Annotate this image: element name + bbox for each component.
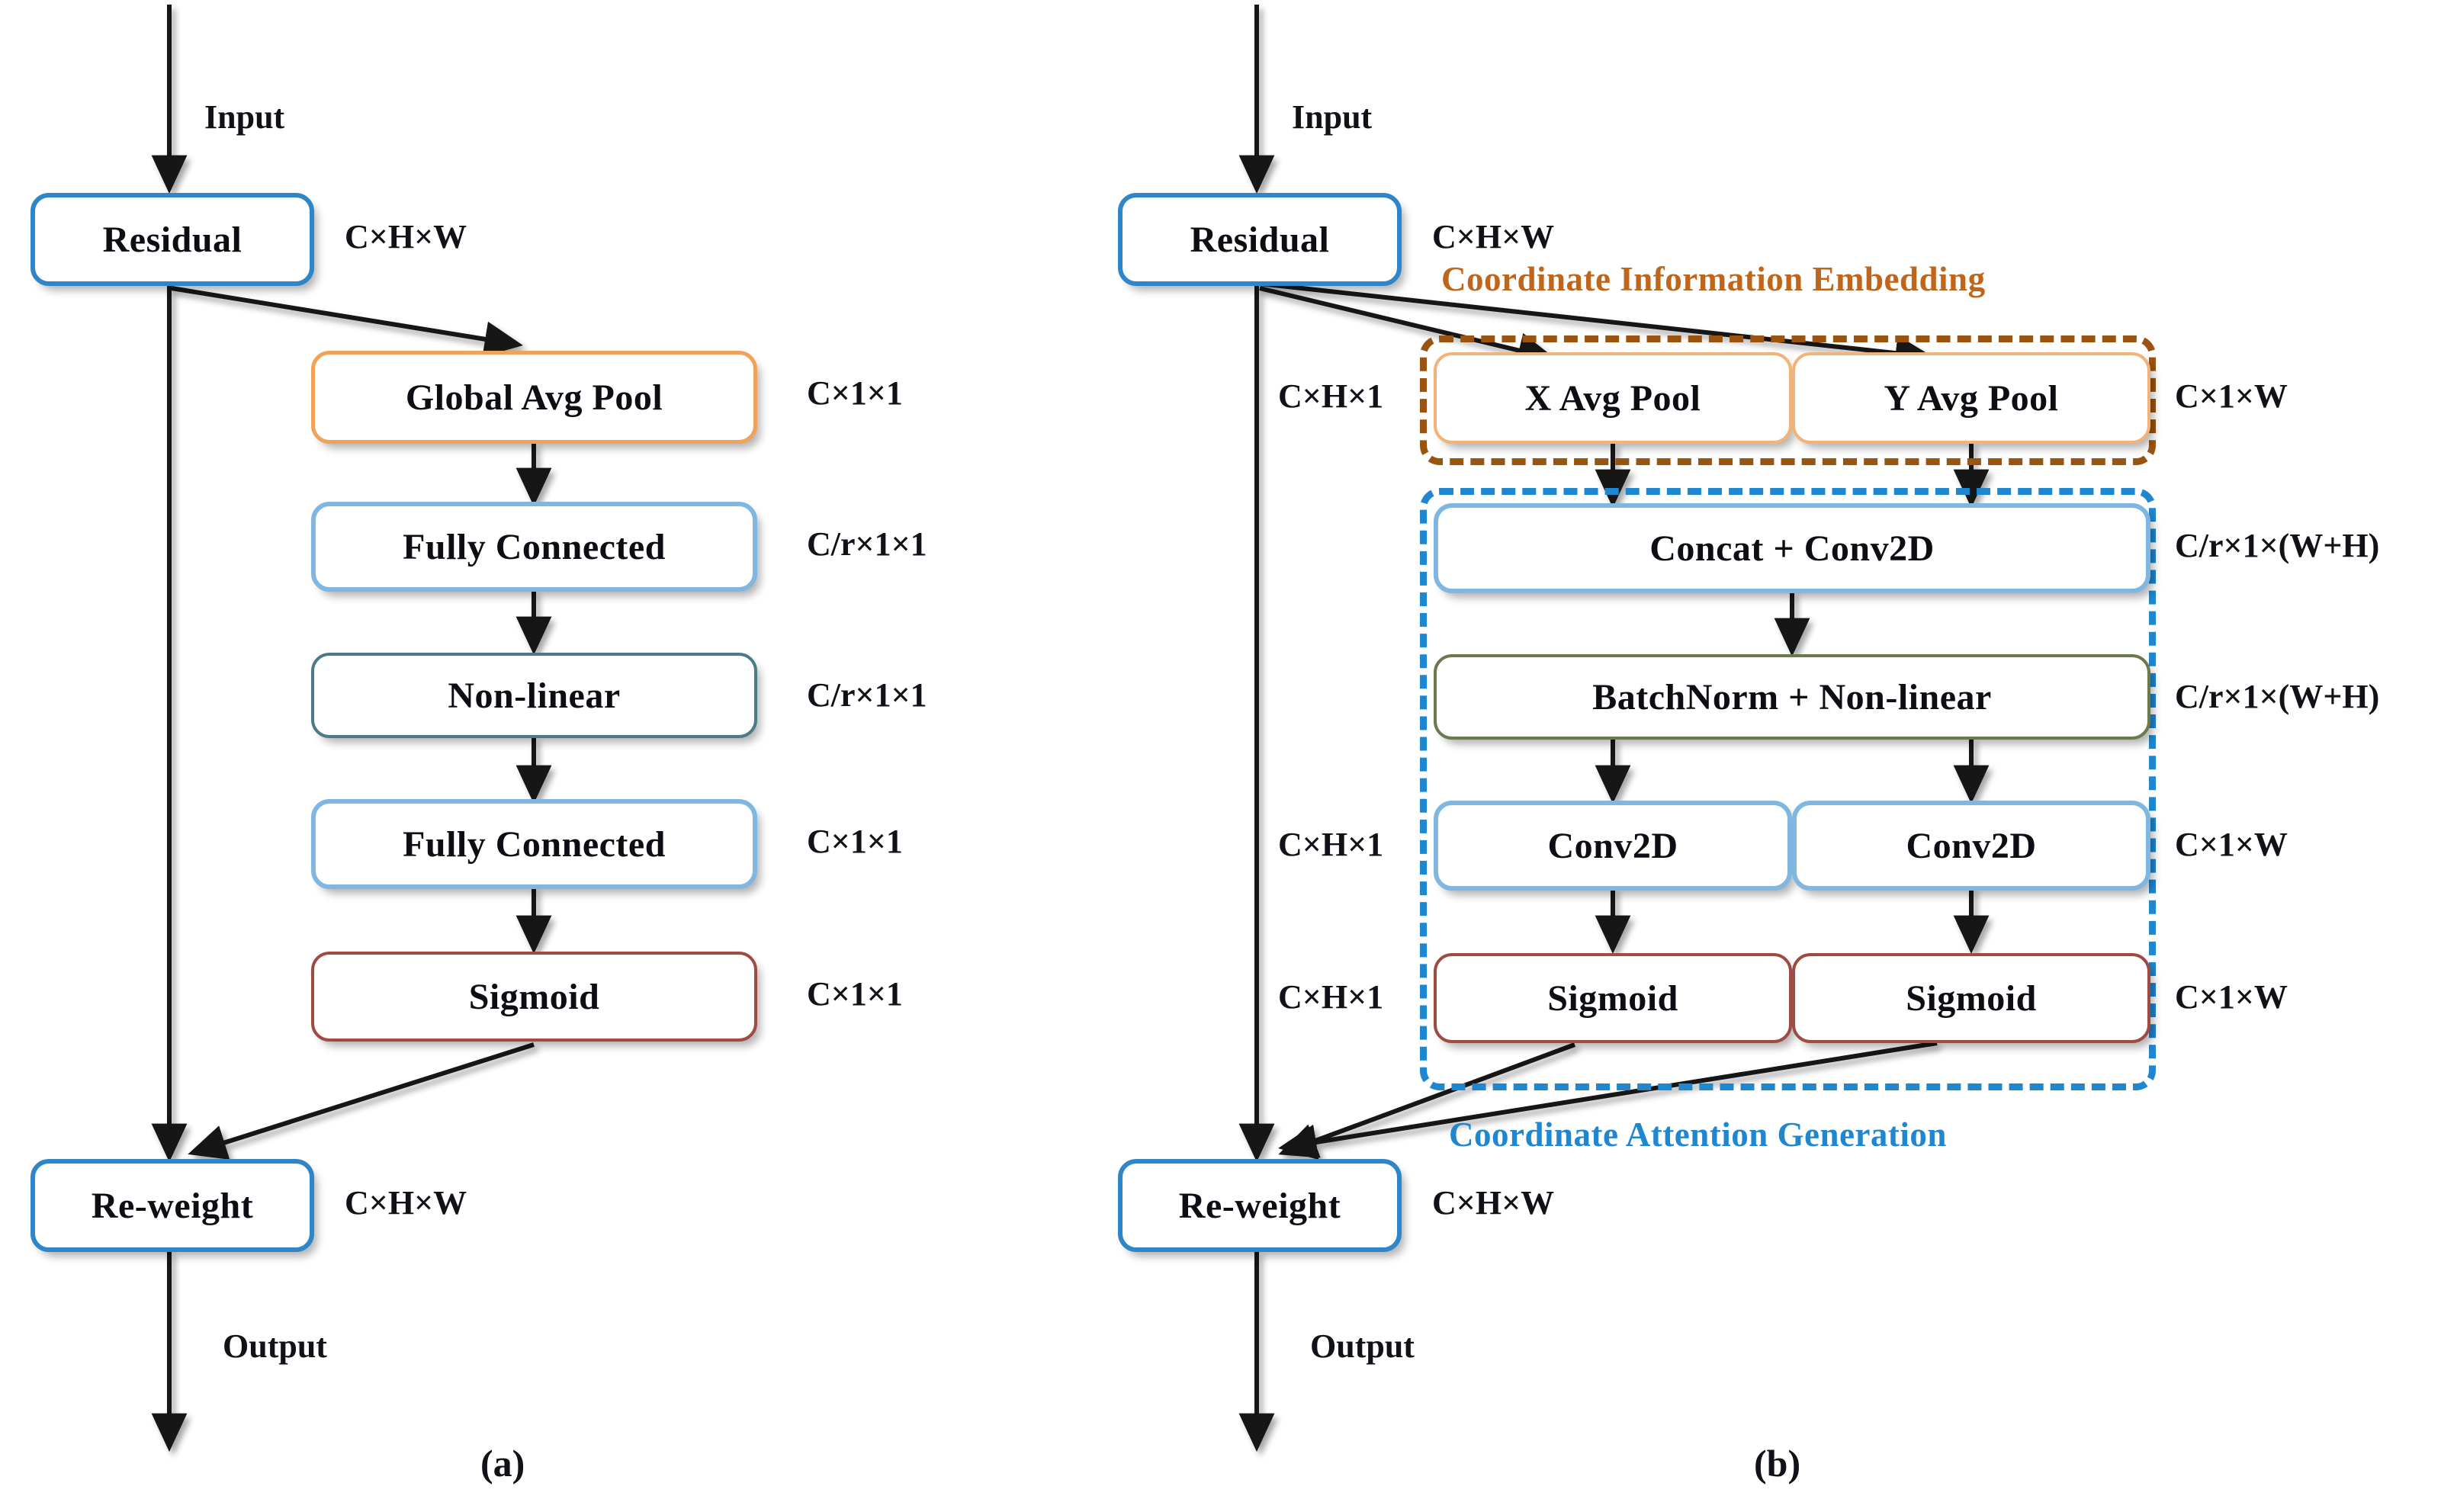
panel-a-node-fully-connected-2-label: Fully Connected <box>403 823 666 865</box>
panel-b-node-residual[interactable]: Residual <box>1118 193 1402 286</box>
panel-b-node-sigmoid-left-label: Sigmoid <box>1547 978 1678 1019</box>
panel-b-node-conv2d-left-label: Conv2D <box>1547 825 1678 866</box>
panel-a-input-label: Input <box>204 98 285 136</box>
panel-b-node-x-avg-pool-label: X Avg Pool <box>1524 377 1701 419</box>
panel-a-node-residual[interactable]: Residual <box>31 193 314 286</box>
panel-b-node-conv2d-left[interactable]: Conv2D <box>1434 801 1792 891</box>
panel-b-node-sigmoid-left[interactable]: Sigmoid <box>1434 953 1792 1043</box>
panel-b-node-sigmoid-right[interactable]: Sigmoid <box>1792 953 2150 1043</box>
panel-a-node-non-linear-label: Non-linear <box>448 675 621 716</box>
panel-a-dim-fully-connected-1: C/r×1×1 <box>807 525 927 563</box>
panel-a-dim-fully-connected-2: C×1×1 <box>807 823 903 860</box>
panel-b-node-y-avg-pool-label: Y Avg Pool <box>1884 377 2059 419</box>
panel-a-dim-residual: C×H×W <box>345 218 467 255</box>
panel-a-node-fully-connected-2[interactable]: Fully Connected <box>311 799 757 889</box>
panel-a-dim-re-weight: C×H×W <box>345 1184 467 1221</box>
coordinate-information-embedding-region <box>1420 335 2156 465</box>
panel-b-node-concat-conv2d[interactable]: Concat + Conv2D <box>1434 503 2150 593</box>
coordinate-attention-generation-region <box>1420 488 2156 1090</box>
panel-b-node-x-avg-pool[interactable]: X Avg Pool <box>1434 352 1792 444</box>
panel-a-dim-global-avg-pool: C×1×1 <box>807 374 903 412</box>
panel-b-node-batchnorm-non-linear-label: BatchNorm + Non-linear <box>1592 676 1992 717</box>
panel-a-node-re-weight-label: Re-weight <box>91 1185 254 1226</box>
panel-b-dim-re-weight: C×H×W <box>1432 1184 1555 1221</box>
panel-a-output-label: Output <box>223 1327 327 1365</box>
panel-b-dim-conv2d-right: C×1×W <box>2175 826 2288 863</box>
panel-a-dim-non-linear: C/r×1×1 <box>807 676 927 714</box>
panel-b-dim-sigmoid-left: C×H×1 <box>1278 978 1384 1016</box>
panel-b-node-sigmoid-right-label: Sigmoid <box>1906 978 2037 1019</box>
panel-b-node-re-weight-label: Re-weight <box>1178 1185 1341 1226</box>
panel-b-node-batchnorm-non-linear[interactable]: BatchNorm + Non-linear <box>1434 654 2150 740</box>
panel-b-dim-conv2d-left: C×H×1 <box>1278 826 1384 863</box>
panel-b-node-concat-conv2d-label: Concat + Conv2D <box>1649 528 1935 569</box>
panel-b-node-re-weight[interactable]: Re-weight <box>1118 1159 1402 1252</box>
panel-a-node-sigmoid-label: Sigmoid <box>468 976 600 1017</box>
panel-a-dim-sigmoid: C×1×1 <box>807 975 903 1013</box>
panel-b-node-y-avg-pool[interactable]: Y Avg Pool <box>1792 352 2150 444</box>
panel-b-dim-residual: C×H×W <box>1432 218 1555 255</box>
panel-a-node-non-linear[interactable]: Non-linear <box>311 653 757 738</box>
panel-b-input-label: Input <box>1292 98 1373 136</box>
panel-a-node-re-weight[interactable]: Re-weight <box>31 1159 314 1252</box>
panel-b-dim-sigmoid-right: C×1×W <box>2175 978 2288 1016</box>
panel-b-dim-batchnorm-non-linear: C/r×1×(W+H) <box>2175 678 2380 715</box>
panel-b-node-conv2d-right-label: Conv2D <box>1906 825 2037 866</box>
panel-b-embedding-group-label: Coordinate Information Embedding <box>1441 260 1986 298</box>
panel-b-node-conv2d-right[interactable]: Conv2D <box>1792 801 2150 891</box>
panel-a-node-global-avg-pool-label: Global Avg Pool <box>405 377 663 418</box>
panel-b-caption: (b) <box>1754 1442 1801 1485</box>
panel-b-generation-group-label: Coordinate Attention Generation <box>1449 1116 1947 1154</box>
panel-a-node-residual-label: Residual <box>102 219 242 260</box>
panel-a-node-fully-connected-1-label: Fully Connected <box>403 526 666 567</box>
panel-b-dim-x-avg-pool: C×H×1 <box>1278 377 1384 415</box>
panel-b-output-label: Output <box>1310 1327 1415 1365</box>
panel-a-node-global-avg-pool[interactable]: Global Avg Pool <box>311 351 757 444</box>
panel-b-node-residual-label: Residual <box>1190 219 1330 260</box>
panel-b-dim-y-avg-pool: C×1×W <box>2175 377 2288 415</box>
panel-a-caption: (a) <box>480 1442 525 1485</box>
panel-a-node-fully-connected-1[interactable]: Fully Connected <box>311 502 757 592</box>
panel-b-dim-concat-conv2d: C/r×1×(W+H) <box>2175 527 2380 564</box>
panel-a-node-sigmoid[interactable]: Sigmoid <box>311 952 757 1042</box>
